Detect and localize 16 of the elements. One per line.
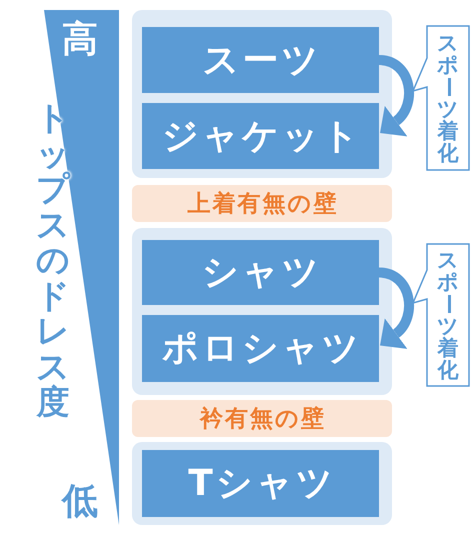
group-panel xyxy=(132,442,392,525)
group-panel xyxy=(132,10,392,178)
callout-box: スポーツ着化 xyxy=(411,25,470,171)
category-box: Tシャツ xyxy=(142,450,379,517)
divider-band: 衿有無の壁 xyxy=(132,400,392,437)
category-box: シャツ xyxy=(142,240,379,305)
curved-arrow xyxy=(378,268,414,348)
group-panel xyxy=(132,228,392,395)
category-box: ポロシャツ xyxy=(142,315,379,382)
curved-arrow xyxy=(378,55,414,135)
scale-end-label: 高 xyxy=(61,18,99,60)
category-box: スーツ xyxy=(142,27,379,93)
scale-end-label: 低 xyxy=(60,480,99,522)
callout-box: スポーツ着化 xyxy=(411,243,470,387)
divider-band: 上着有無の壁 xyxy=(132,185,392,222)
category-box: ジャケット xyxy=(142,103,379,169)
